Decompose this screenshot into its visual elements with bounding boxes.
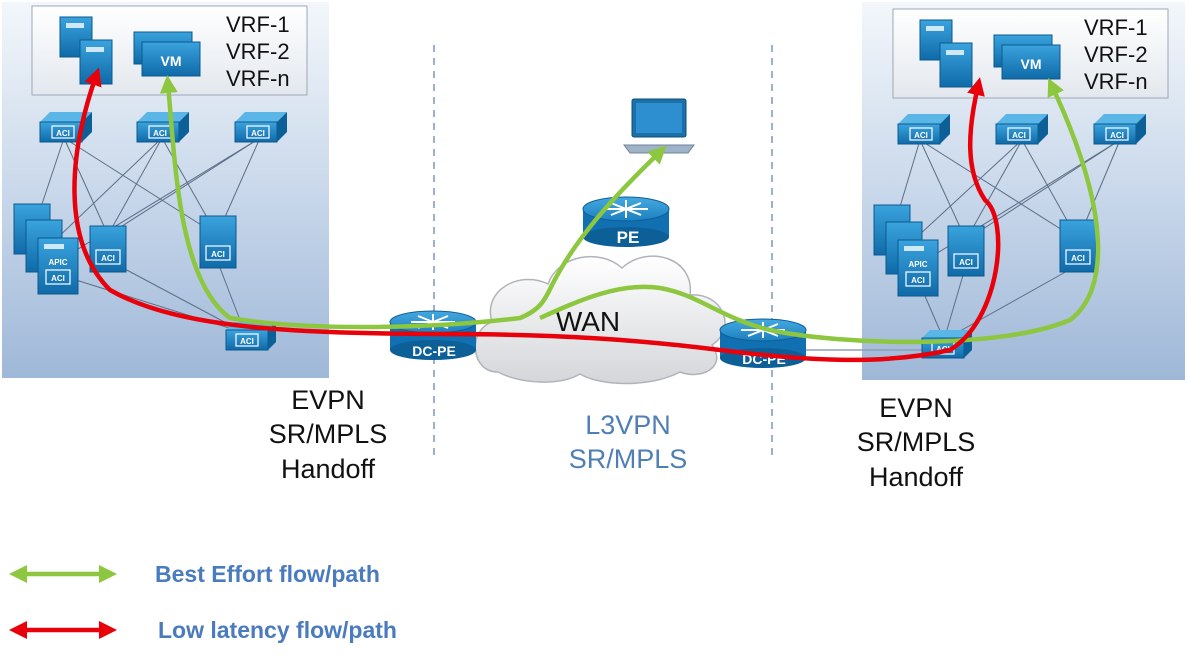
legend-low-latency-label: Low latency flow/path: [158, 617, 397, 643]
aci-label: ACI: [1110, 131, 1124, 140]
left-apic-cluster: APIC ACI: [13, 203, 79, 295]
left-caption-line: EVPN: [291, 385, 365, 415]
left-spine-switch: ACI: [136, 112, 189, 143]
left-leaf-switch: ACI: [199, 215, 237, 269]
apic-label: APIC: [48, 258, 67, 267]
aci-label: ACI: [153, 129, 167, 138]
right-spine-switch: ACI: [897, 114, 950, 145]
right-vm-label: VM: [1021, 56, 1042, 72]
left-vrf-n: VRF-n: [226, 66, 290, 91]
aci-label: ACI: [211, 250, 225, 259]
right-vrf-n: VRF-n: [1084, 69, 1148, 94]
aci-label: ACI: [51, 274, 65, 283]
aci-label: ACI: [959, 258, 973, 267]
center-caption-line: SR/MPLS: [568, 444, 688, 475]
left-caption-line: Handoff: [280, 453, 376, 484]
left-vm-label: VM: [161, 53, 182, 69]
center-l3vpn-caption: L3VPN SR/MPLS: [538, 408, 718, 477]
aci-label: ACI: [251, 129, 265, 138]
right-apic-cluster: APIC ACI: [873, 204, 939, 297]
right-caption-line: EVPN: [879, 393, 953, 423]
aci-label: ACI: [911, 276, 925, 285]
low-latency-path: [72, 67, 1001, 363]
right-vrf-1: VRF-1: [1084, 15, 1148, 40]
aci-label: ACI: [56, 129, 70, 138]
aci-label: ACI: [914, 131, 928, 140]
left-dc-pe-router-icon: DC-PE: [389, 310, 477, 360]
left-handoff-caption: EVPN SR/MPLS Handoff: [238, 383, 418, 486]
right-spine-switch: ACI: [1093, 114, 1146, 145]
best-effort-path-left-to-laptop: [159, 75, 667, 330]
aci-label: ACI: [1071, 254, 1085, 263]
wan-label: WAN: [556, 306, 620, 337]
left-vm-icon: VM: [133, 31, 201, 77]
right-handoff-caption: EVPN SR/MPLS Handoff: [826, 391, 1006, 494]
left-dc-pe-label: DC-PE: [412, 343, 456, 359]
right-caption-line: Handoff: [868, 461, 964, 492]
left-caption-line: SR/MPLS: [268, 419, 388, 450]
apic-label: APIC: [908, 260, 927, 269]
aci-label: ACI: [1012, 131, 1026, 140]
left-spine-switch: ACI: [234, 112, 287, 143]
pe-label: PE: [617, 228, 640, 247]
legend-best-effort-label: Best Effort flow/path: [155, 561, 380, 587]
laptop-icon: [623, 98, 695, 154]
right-caption-line: SR/MPLS: [856, 427, 976, 458]
pe-router-icon: PE: [582, 196, 670, 247]
right-vrf-2: VRF-2: [1084, 42, 1148, 67]
right-vm-icon: VM: [993, 34, 1061, 80]
left-vrf-1: VRF-1: [226, 12, 290, 37]
left-vrf-2: VRF-2: [226, 39, 290, 64]
left-leaf-switch: ACI: [89, 225, 127, 273]
right-spine-switch: ACI: [995, 114, 1048, 145]
best-effort-path-left-to-right: [539, 77, 1101, 345]
right-leaf-switch: ACI: [947, 225, 985, 277]
right-leaf-switch: ACI: [1059, 219, 1097, 273]
center-caption-line: L3VPN: [585, 410, 671, 440]
aci-label: ACI: [240, 337, 254, 346]
aci-label: ACI: [101, 254, 115, 263]
